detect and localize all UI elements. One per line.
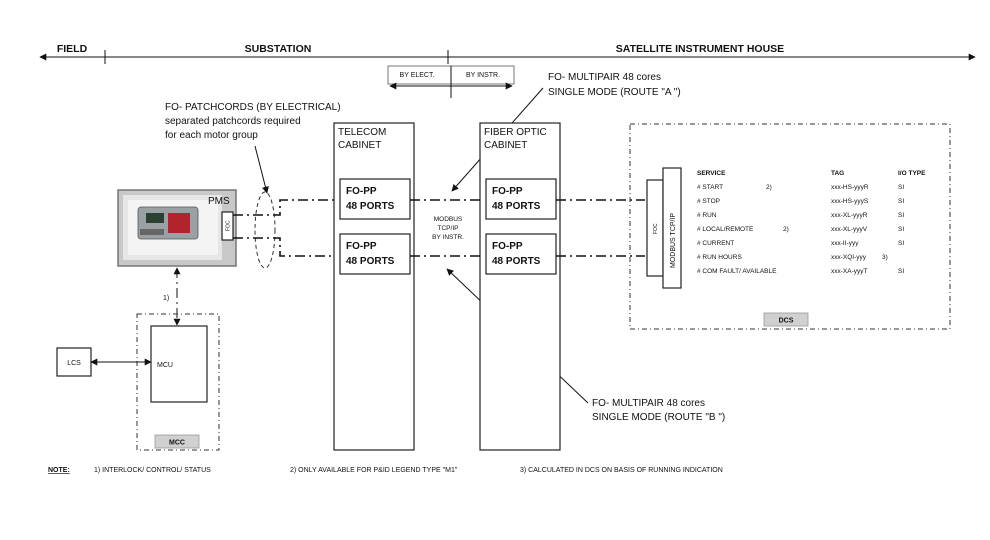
route-a-line2: SINGLE MODE (ROUTE "A ") <box>548 87 681 98</box>
col-io: I/O TYPE <box>898 170 926 177</box>
note-1: 1) INTERLOCK/ CONTROL/ STATUS <box>94 467 211 474</box>
notes-label: NOTE: <box>48 467 70 474</box>
signal-service: # RUN HOURS <box>697 254 742 261</box>
modbus-mid-line2: TCP/IP <box>438 225 459 232</box>
fiber-fopp-top: FO-PP 48 PORTS <box>485 178 557 220</box>
interlock-marker: 1) <box>163 295 169 302</box>
signal-tag: xxx-XA-yyyT <box>831 268 868 275</box>
patchcord-bundle <box>254 191 276 269</box>
signal-io-type: SI <box>898 226 904 233</box>
signal-io-type: SI <box>898 198 904 205</box>
dcs-signal-table: SERVICE TAG I/O TYPE # START 2) xxx-HS-yyy… <box>697 170 926 275</box>
signal-io-type: SI <box>898 184 904 191</box>
telecom-line1: TELECOM <box>338 127 386 138</box>
route-a-line1: FO- MULTIPAIR 48 cores <box>548 72 661 83</box>
col-service: SERVICE <box>697 170 726 177</box>
signal-tag: xxx-HS-yyyR <box>831 184 869 191</box>
signal-service: # CURRENT <box>697 240 734 247</box>
signal-service: # RUN <box>697 212 717 219</box>
telecom-line2: CABINET <box>338 140 381 151</box>
mcu-label: MCU <box>157 362 173 369</box>
fopp-ports: 48 PORTS <box>492 256 541 267</box>
header-satellite: SATELLITE INSTRUMENT HOUSE <box>616 43 784 55</box>
dcs-modbus-card <box>662 167 682 289</box>
signal-note: 2) <box>766 184 772 191</box>
patchcords-line3: for each motor group <box>165 130 258 141</box>
telecom-fopp-bottom: FO-PP 48 PORTS <box>339 233 411 275</box>
telecom-cabinet <box>333 122 415 451</box>
dcs-signal-row: # STOP xxx-HS-yyyS SI <box>697 198 904 205</box>
fopp-label: FO-PP <box>346 241 377 252</box>
signal-io-type: SI <box>898 240 904 247</box>
lcs-box <box>56 347 92 377</box>
signal-tag: xxx-XL-yyyV <box>831 226 868 233</box>
fopp-ports: 48 PORTS <box>346 256 395 267</box>
fopp-label: FO-PP <box>346 186 377 197</box>
dcs-signal-row: # START 2) xxx-HS-yyyR SI <box>697 184 904 191</box>
cable-pms-telecom-bottom <box>233 237 340 257</box>
signal-service: # LOCAL/REMOTE <box>697 226 754 233</box>
header-field: FIELD <box>57 43 88 55</box>
fopp-label: FO-PP <box>492 186 523 197</box>
mcc-enclosure <box>136 313 220 451</box>
mcc-label-box <box>154 434 200 449</box>
note-2: 2) ONLY AVAILABLE FOR P&ID LEGEND TYPE "… <box>290 467 458 474</box>
telecom-fopp-top: FO-PP 48 PORTS <box>339 178 411 220</box>
fopp-ports: 48 PORTS <box>346 201 395 212</box>
dcs-label-box <box>763 312 809 327</box>
dcs-enclosure <box>629 123 951 330</box>
modbus-mid-line1: MODBUS <box>434 216 463 223</box>
by-instr-label: BY INSTR. <box>466 72 500 79</box>
fiber-line1: FIBER OPTIC <box>484 127 547 138</box>
dcs-signal-row: # LOCAL/REMOTE 2) xxx-XL-yyyV SI <box>697 226 904 233</box>
patchcords-line1: FO- PATCHCORDS (BY ELECTRICAL) <box>165 102 341 113</box>
dcs-signal-row: # COM FAULT/ AVAILABLE xxx-XA-yyyT SI <box>697 268 904 275</box>
fiber-fopp-bottom: FO-PP 48 PORTS <box>485 233 557 275</box>
dcs-signal-row: # CURRENT xxx-II-yyy SI <box>697 240 904 247</box>
signal-service: # START <box>697 184 723 191</box>
signal-tag: xxx-HS-yyyS <box>831 198 869 205</box>
signal-tag: xxx-II-yyy <box>831 240 859 247</box>
pms-label: PMS <box>208 196 230 207</box>
header-substation: SUBSTATION <box>245 43 312 55</box>
fopp-label: FO-PP <box>492 241 523 252</box>
pms-foc: FOC <box>226 220 232 231</box>
patchcords-line2: separated patchcords required <box>165 116 301 127</box>
fiber-line2: CABINET <box>484 140 527 151</box>
dcs-label: DCS <box>779 318 794 325</box>
fopp-ports: 48 PORTS <box>492 201 541 212</box>
col-tag: TAG <box>831 170 844 177</box>
lcs-label: LCS <box>67 360 81 367</box>
mcc-label: MCC <box>169 440 185 447</box>
signal-service: # STOP <box>697 198 720 205</box>
signal-tag: xxx-XL-yyyR <box>831 212 868 219</box>
dcs-signal-row: # RUN HOURS xxx-XQI-yyy 3) <box>697 254 888 261</box>
pms-panel: PMS FOC <box>117 189 237 267</box>
note-3: 3) CALCULATED IN DCS ON BASIS OF RUNNING… <box>520 467 723 474</box>
fiber-optic-cabinet <box>479 122 561 451</box>
modbus-mid-line3: BY INSTR. <box>432 234 464 241</box>
signal-io-type: SI <box>898 268 904 275</box>
signal-io-type: SI <box>898 212 904 219</box>
signal-tag-note: 3) <box>882 254 888 261</box>
dcs-modbus-label: MODBUS TCP/IP <box>670 213 677 268</box>
dcs-signal-row: # RUN xxx-XL-yyyR SI <box>697 212 904 219</box>
dcs-foc-label: FOC <box>653 223 659 234</box>
signal-tag: xxx-XQI-yyy <box>831 254 867 261</box>
cable-pms-telecom-top <box>233 199 340 216</box>
relay-device-image <box>137 206 199 240</box>
signal-service: # COM FAULT/ AVAILABLE <box>697 268 777 275</box>
by-elect-label: BY ELECT. <box>400 72 435 79</box>
signal-note: 2) <box>783 226 789 233</box>
route-b-line2: SINGLE MODE (ROUTE "B ") <box>592 412 725 423</box>
route-b-line1: FO- MULTIPAIR 48 cores <box>592 398 705 409</box>
patchcords-pointer <box>254 145 269 194</box>
